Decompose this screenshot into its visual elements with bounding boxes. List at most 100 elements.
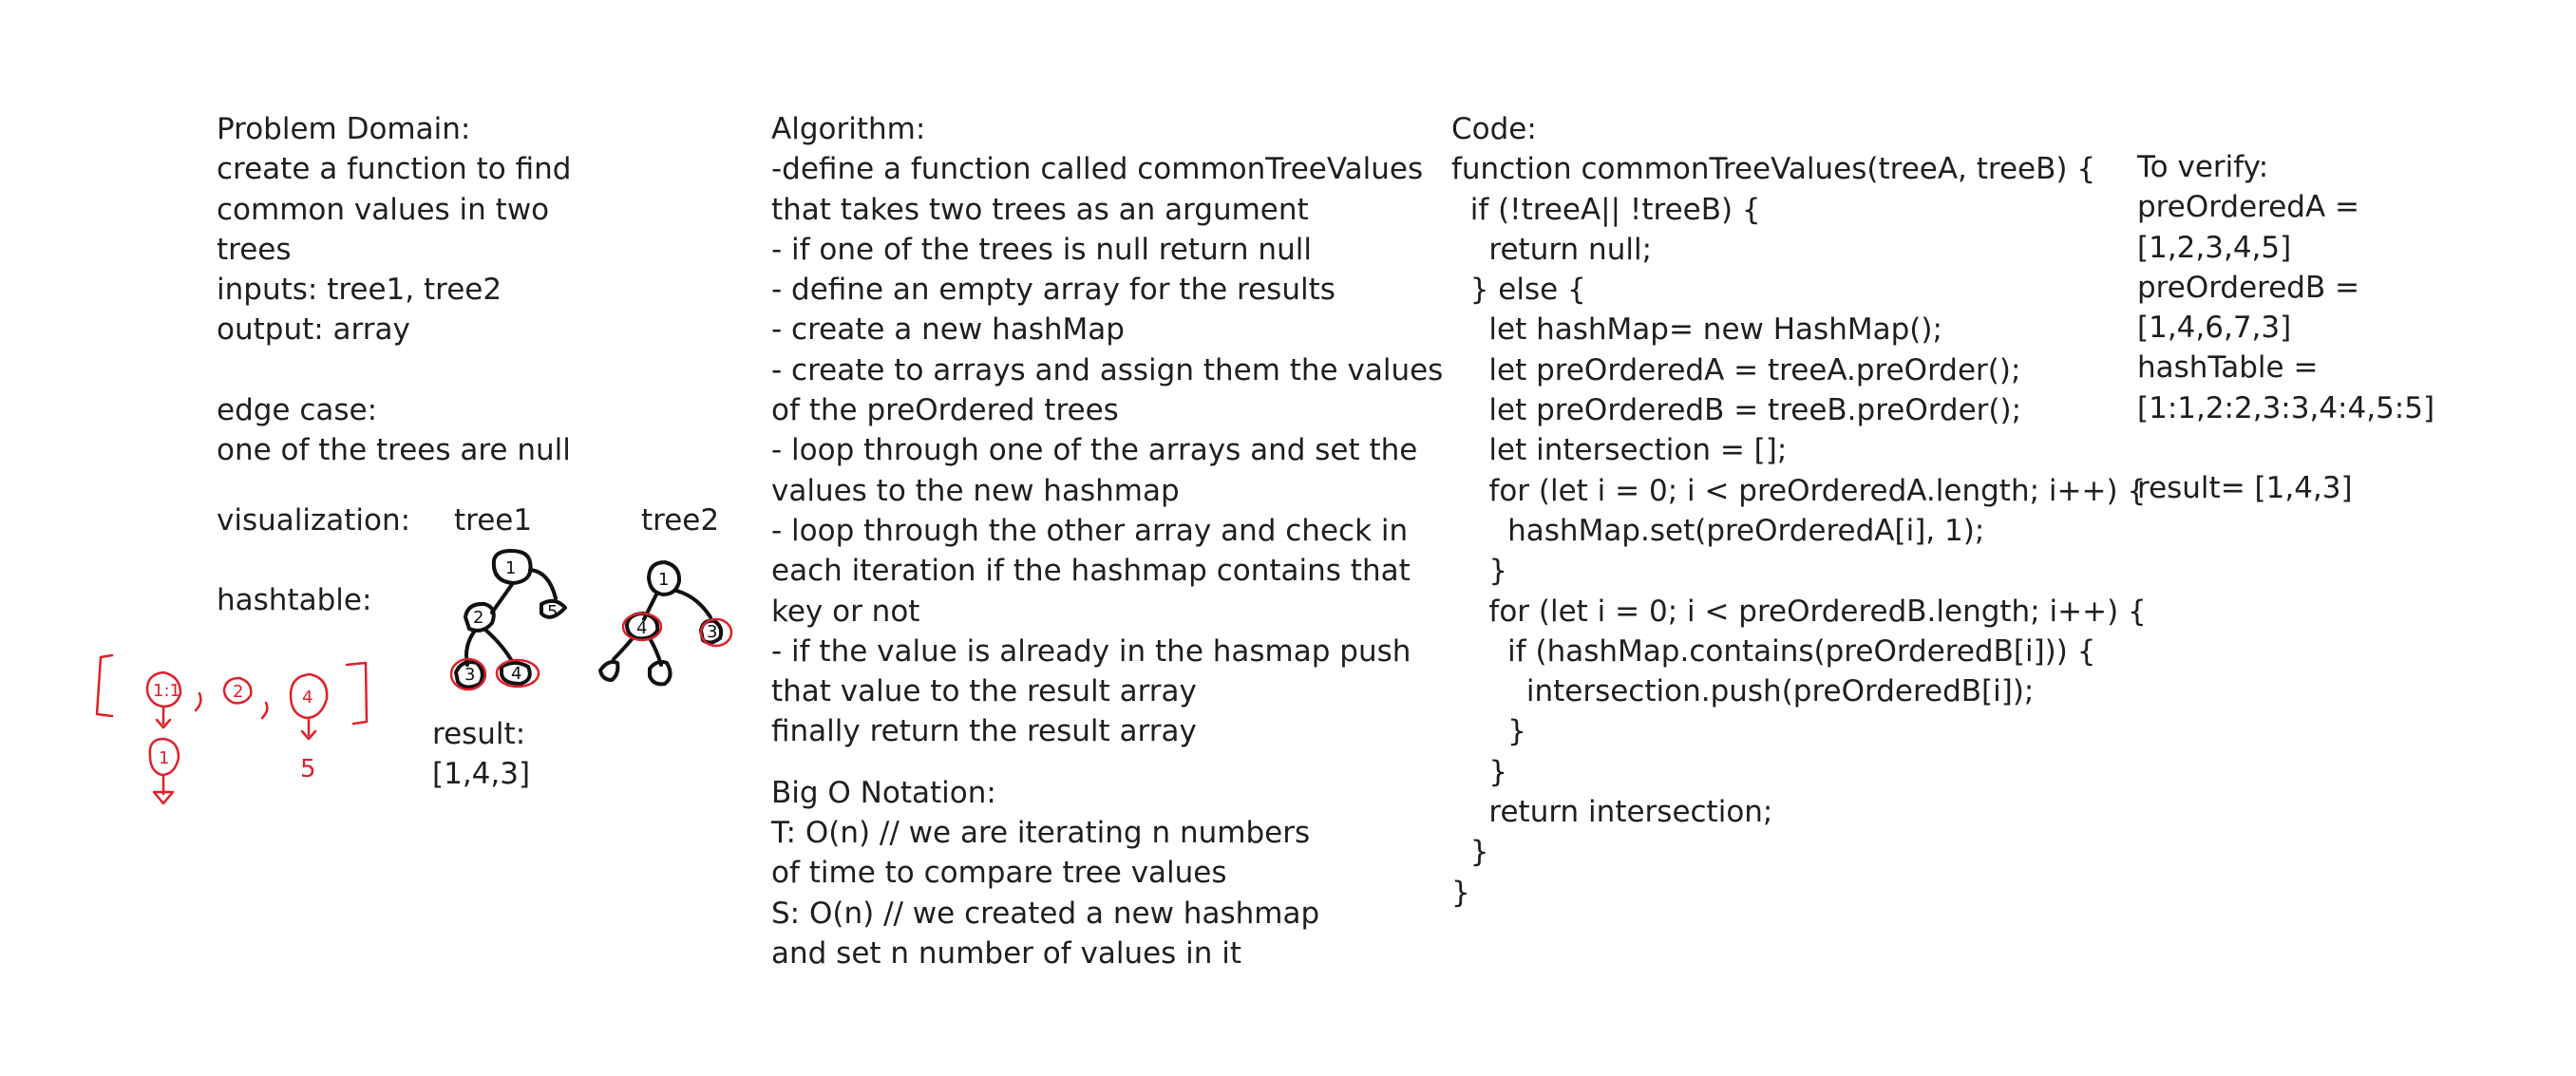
verify-line: result= [1,4,3] (2137, 471, 2353, 506)
chain-node-label: 1 (159, 748, 169, 768)
verify-line: [1,2,3,4,5] (2137, 230, 2292, 265)
comma-mark (260, 701, 269, 720)
code-line: let intersection = []; (1451, 433, 1788, 468)
tree1-edge (484, 629, 515, 665)
code-title: Code: (1451, 112, 1537, 146)
problem-text-line: trees (217, 232, 292, 267)
algorithm-line: key or not (771, 594, 920, 629)
tree1-node-label: 5 (547, 602, 558, 622)
tree2-node-label: 4 (636, 618, 647, 638)
tree2-node (598, 660, 620, 682)
chain-node-label: 5 (300, 755, 316, 783)
hash-bucket (222, 676, 253, 705)
big-o-notation: Big O Notation:T: O(n) // we are iterati… (771, 773, 1436, 973)
hash-bucket (289, 672, 329, 720)
verify-line: preOrderedB = (2137, 270, 2360, 305)
result-value: [1,4,3] (432, 757, 531, 791)
algorithm-line: - create a new hashMap (771, 312, 1125, 348)
algorithm-line: that value to the result array (771, 674, 1197, 709)
tree1-label: tree1 (454, 503, 533, 538)
code-line: let preOrderedA = treeA.preOrder(); (1451, 352, 2021, 387)
hash-bucket (145, 670, 182, 708)
tree1-node (500, 661, 532, 686)
hashtable-label: hashtable: (217, 583, 372, 617)
inputs-line: inputs: tree1, tree2 (217, 273, 502, 308)
hash-bucket-label: 4 (302, 688, 313, 708)
code-block: Code: function commonTreeValues(treeA, tr… (1451, 109, 2147, 913)
verify-line: preOrderedA = (2137, 190, 2360, 225)
problem-text-line: common values in two (217, 192, 550, 227)
big-o-line: and set n number of values in it (771, 935, 1242, 971)
chain-node (148, 737, 180, 777)
tree1-node (540, 598, 567, 619)
verify-line: [1:1,2:2,3:3,4:4,5:5] (2137, 390, 2435, 425)
problem-title: Problem Domain: (217, 112, 471, 146)
algorithm-line: - if one of the trees is null return nul… (771, 232, 1312, 267)
code-line: } (1451, 714, 1526, 749)
tree1-node-label: 2 (473, 608, 483, 628)
hash-bucket-label: 1:1 (153, 681, 180, 701)
big-o-line: S: O(n) // we created a new hashmap (771, 896, 1320, 931)
code-line: } (1451, 835, 1489, 870)
hashtable-diagram: 1:1 2 4 1 5 (95, 653, 369, 805)
tree1-node-label: 4 (511, 664, 521, 684)
visualization-label: visualization: (217, 503, 411, 538)
tree1-node (464, 601, 496, 632)
edge-case-text: one of the trees are null (217, 433, 571, 468)
big-o-line: T: O(n) // we are iterating n numbers (771, 816, 1311, 851)
algorithm-line: - loop through one of the arrays and set… (771, 433, 1418, 468)
code-line: return null; (1451, 232, 1653, 267)
algorithm-title: Algorithm: (771, 112, 926, 146)
verify-line: hashTable = (2137, 350, 2319, 386)
tree2-label: tree2 (641, 503, 720, 538)
algorithm-line: - if the value is already in the hasmap … (771, 633, 1411, 669)
algorithm-section: Algorithm: -define a function called comm… (771, 109, 1444, 973)
tree2-diagram: 1 4 3 (598, 560, 733, 687)
code-line: } (1451, 875, 1470, 910)
tree1-match-circle (449, 657, 487, 691)
code-line: for (let i = 0; i < preOrderedB.length; … (1451, 594, 2147, 629)
result-label: result: (432, 717, 526, 751)
left-bracket (95, 653, 114, 718)
tree1-edge (490, 581, 515, 614)
code-line: } else { (1451, 273, 1586, 308)
tree1-node-label: 1 (505, 558, 516, 578)
code-line: if (hashMap.contains(preOrderedB[i])) { (1451, 633, 2096, 669)
tree2-match-circle (699, 617, 733, 648)
algorithm-line: values to the new hashmap (771, 473, 1180, 508)
algorithm-line: - define an empty array for the results (771, 273, 1335, 308)
tree1-node-label: 3 (464, 665, 475, 685)
tree2-node-label: 1 (658, 570, 669, 590)
chain-arrow-head (152, 790, 175, 805)
code-line: } (1451, 554, 1508, 589)
chain-arrow-head (300, 729, 317, 741)
tree1-node (491, 549, 533, 585)
code-line: intersection.push(preOrderedB[i]); (1451, 674, 2035, 709)
output-line: output: array (217, 312, 410, 348)
verify-line: [1,4,6,7,3] (2137, 311, 2292, 346)
tree2-edge (612, 636, 635, 661)
tree2-node-label: 3 (707, 622, 717, 642)
comma-mark (194, 691, 202, 712)
code-section: Code: function commonTreeValues(treeA, tr… (1451, 109, 2147, 913)
chain-arrow-head (155, 718, 172, 729)
code-line: function commonTreeValues(treeA, treeB) … (1451, 152, 2096, 187)
big-o-line: of time to compare tree values (771, 856, 1227, 891)
verify-line (2137, 428, 2536, 468)
code-line: } (1451, 754, 1508, 789)
algorithm-line: each iteration if the hashmap contains t… (771, 554, 1411, 589)
algorithm-line: finally return the result array (771, 714, 1197, 749)
right-bracket (345, 661, 369, 726)
algorithm-line: -define a function called commonTreeValu… (771, 152, 1424, 187)
problem-domain-section: Problem Domain: create a function to fin… (217, 109, 616, 471)
code-line: hashMap.set(preOrderedA[i], 1); (1451, 513, 1985, 548)
verify-section: To verify:preOrderedA =[1,2,3,4,5]preOrd… (2137, 147, 2536, 509)
edge-case-title: edge case: (217, 393, 378, 428)
code-line: return intersection; (1451, 795, 1773, 830)
tree1-diagram: 1 5 2 3 4 (449, 549, 567, 691)
algorithm-line: - create to arrays and assign them the v… (771, 352, 1444, 387)
algorithm-line: of the preOrdered trees (771, 393, 1119, 428)
tree1-node (454, 660, 484, 689)
algorithm-line: that takes two trees as an argument (771, 192, 1309, 227)
